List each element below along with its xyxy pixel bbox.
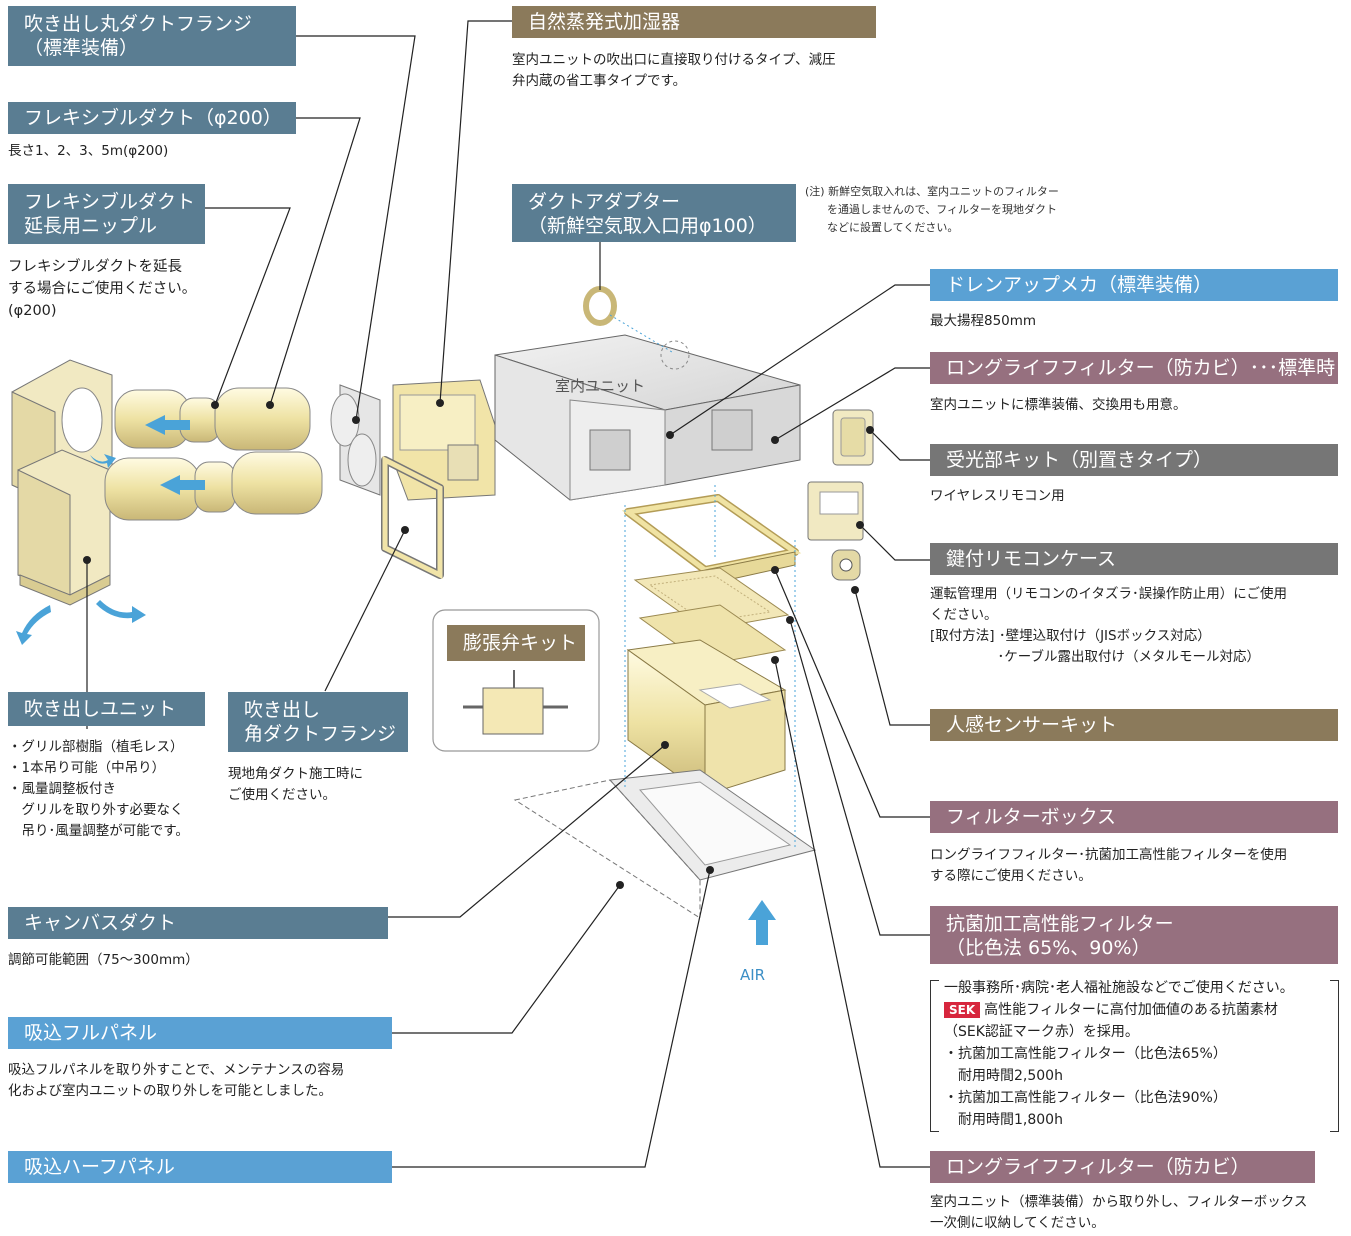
sek-badge: SEK <box>944 1002 981 1018</box>
antibacterial-filter-label: 抗菌加工高性能フィルター （比色法 65%、90%） <box>930 906 1338 964</box>
valve-kit-label: 膨張弁キット <box>447 625 585 661</box>
full-panel-desc: 吸込フルパネルを取り外すことで、メンテナンスの容易 化および室内ユニットの取り外… <box>8 1062 345 1099</box>
longlife-filter-std-label: ロングライフフィルター（防カビ）･･･標準時 <box>930 352 1338 384</box>
canvas-duct-desc: 調節可能範囲（75〜300mm） <box>8 952 199 968</box>
humidifier-label: 自然蒸発式加湿器 <box>512 6 876 38</box>
motion-sensor-label: 人感センサーキット <box>930 709 1338 741</box>
filter-box-desc: ロングライフフィルター･抗菌加工高性能フィルターを使用 する際にご使用ください。 <box>930 847 1288 884</box>
filter-box-label: フィルターボックス <box>930 801 1338 833</box>
motion-sensor-kit <box>831 549 861 581</box>
full-panel-label: 吸込フルパネル <box>8 1017 392 1049</box>
half-panel-label: 吸込ハーフパネル <box>8 1151 392 1183</box>
indoor-unit-label: 室内ユニット <box>555 377 646 395</box>
round-duct-flange-label: 吹き出し丸ダクトフランジ （標準装備） <box>8 6 296 66</box>
receiver-kit-label: 受光部キット（別置きタイプ） <box>930 444 1338 476</box>
indoor-unit-body <box>494 334 801 501</box>
filter-box <box>626 639 787 796</box>
locked-remote-case <box>807 481 864 541</box>
expansion-valve-icon <box>463 670 568 735</box>
flexible-duct-upper <box>114 387 311 451</box>
flexible-duct-lower <box>104 451 323 521</box>
outlet-unit-desc: ・グリル部樹脂（植毛レス） ・1本吊り可能（中吊り） ・風量調整板付き グリルを… <box>8 739 189 839</box>
remote-case-desc: 運転管理用（リモコンのイタズラ･誤操作防止用）にご使用 ください。 [取付方法]… <box>930 586 1287 665</box>
air-label: AIR <box>740 966 766 984</box>
square-duct-flange-label: 吹き出し 角ダクトフランジ <box>228 692 408 752</box>
duct-adapter-note: (注) 新鮮空気取入れは、室内ユニットのフィルター を通過しませんので、フィルタ… <box>805 185 1059 234</box>
round-duct-flange <box>330 384 381 496</box>
longlife-filter-std-desc: 室内ユニットに標準装備、交換用も用意。 <box>930 397 1187 413</box>
antibacterial-bracket-right <box>1330 980 1339 1132</box>
canvas-duct-outline <box>513 779 701 919</box>
receiver-kit <box>832 409 874 466</box>
antibacterial-bracket-left <box>930 980 939 1132</box>
longlife-filter-label: ロングライフフィルター（防カビ） <box>930 1151 1315 1183</box>
duct-nipple-label: フレキシブルダクト 延長用ニップル <box>8 184 205 244</box>
airflow-arrows <box>16 415 776 945</box>
humidifier-desc: 室内ユニットの吹出口に直接取り付けるタイプ、減圧 弁内蔵の省工事タイプです。 <box>512 52 836 89</box>
square-duct-flange-desc: 現地角ダクト施工時に ご使用ください。 <box>228 766 363 803</box>
duct-nipple-desc: フレキシブルダクトを延長 する場合にご使用ください。 (φ200) <box>8 259 197 319</box>
drain-up-label: ドレンアップメカ（標準装備） <box>930 269 1338 301</box>
longlife-filter-desc: 室内ユニット（標準装備）から取り外し、フィルターボックス 一次側に収納してくださ… <box>930 1194 1308 1231</box>
receiver-kit-desc: ワイヤレスリモコン用 <box>930 488 1065 504</box>
square-duct-flange <box>381 455 444 580</box>
remote-case-label: 鍵付リモコンケース <box>930 543 1338 575</box>
canvas-duct-label: キャンバスダクト <box>8 907 388 939</box>
drain-up-desc: 最大揚程850mm <box>930 313 1037 329</box>
flexible-duct-label: フレキシブルダクト（φ200） <box>8 102 296 134</box>
outlet-unit-label: 吹き出しユニット <box>8 692 205 726</box>
duct-adapter-label: ダクトアダプター （新鮮空気取入口用φ100） <box>512 184 796 242</box>
flexible-duct-desc: 長さ1、2、3、5m(φ200) <box>8 143 169 159</box>
